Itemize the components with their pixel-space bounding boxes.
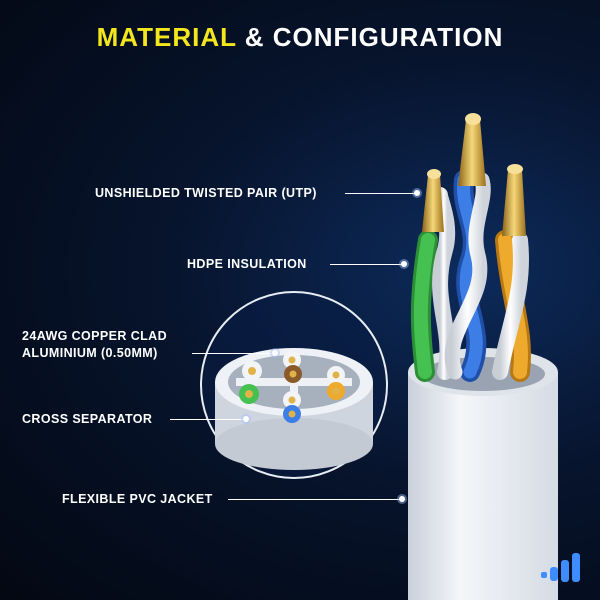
pvc-jacket-shape bbox=[408, 348, 558, 600]
copper-conductors bbox=[422, 113, 526, 236]
label-jacket: FLEXIBLE PVC JACKET bbox=[62, 492, 213, 506]
title-highlight: MATERIAL bbox=[96, 22, 237, 52]
label-hdpe: HDPE INSULATION bbox=[187, 257, 307, 271]
cross-section-inset bbox=[200, 291, 388, 479]
leader-hdpe bbox=[330, 264, 403, 265]
label-copper: 24AWG COPPER CLAD ALUMINIUM (0.50MM) bbox=[22, 328, 167, 362]
dot-jacket bbox=[399, 496, 405, 502]
signal-bars-logo-icon bbox=[541, 553, 580, 582]
title-rest: & CONFIGURATION bbox=[244, 22, 504, 52]
dot-copper bbox=[272, 350, 278, 356]
label-separator: CROSS SEPARATOR bbox=[22, 412, 153, 426]
leader-jacket bbox=[228, 499, 401, 500]
leader-separator bbox=[170, 419, 245, 420]
leader-copper bbox=[192, 353, 274, 354]
twisted-wires bbox=[410, 170, 531, 382]
page-title: MATERIAL & CONFIGURATION bbox=[0, 22, 600, 53]
dot-utp bbox=[414, 190, 420, 196]
leader-utp bbox=[345, 193, 417, 194]
label-copper-line2: ALUMINIUM (0.50MM) bbox=[22, 346, 158, 360]
dot-separator bbox=[243, 416, 249, 422]
dot-hdpe bbox=[401, 261, 407, 267]
label-copper-line1: 24AWG COPPER CLAD bbox=[22, 329, 168, 343]
label-utp: UNSHIELDED TWISTED PAIR (UTP) bbox=[95, 186, 317, 200]
